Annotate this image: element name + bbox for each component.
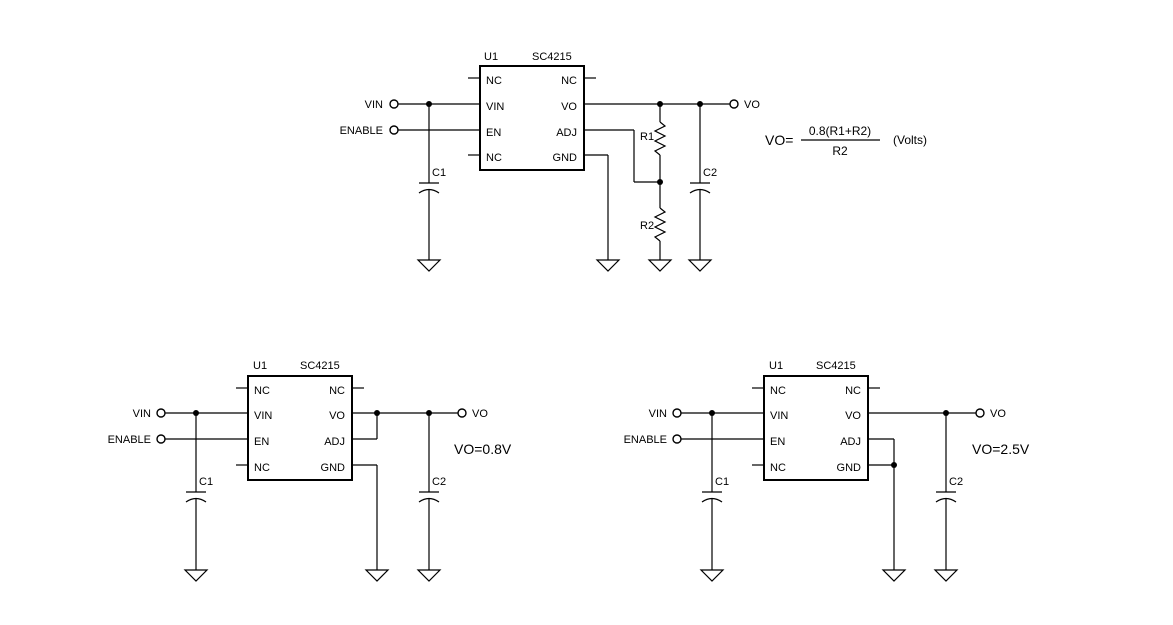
pin-label-en: EN xyxy=(770,436,785,448)
pin-label-nc: NC xyxy=(329,385,345,397)
output-voltage-note: VO=0.8V xyxy=(454,441,512,457)
ground-symbol xyxy=(416,259,442,272)
net-label-vin: VIN xyxy=(133,408,151,420)
pin-label-adj: ADJ xyxy=(840,436,861,448)
net-label-vo: VO xyxy=(472,408,488,420)
enable-terminal xyxy=(389,125,399,135)
enable-terminal xyxy=(672,434,682,444)
ground-symbol xyxy=(416,569,442,582)
vo-terminal xyxy=(729,99,739,109)
pin-label-vin: VIN xyxy=(770,410,788,422)
pin-label-nc: NC xyxy=(561,75,577,87)
net-label-vin: VIN xyxy=(649,408,667,420)
resistor-r1 xyxy=(653,121,667,156)
cap-label-c2: C2 xyxy=(703,167,717,179)
formula-unit: (Volts) xyxy=(893,133,927,147)
cap-label-c1: C1 xyxy=(432,167,446,179)
pin-label-nc: NC xyxy=(486,152,502,164)
ground-symbol xyxy=(183,569,209,582)
circuit-fixed-2v5: U1 SC4215 NC VIN EN NC NC VO ADJ GND VIN… xyxy=(624,360,1030,582)
res-label-r2: R2 xyxy=(640,220,654,232)
pin-label-nc: NC xyxy=(770,462,786,474)
res-label-r1: R1 xyxy=(640,131,654,143)
net-label-vo: VO xyxy=(990,408,1006,420)
pin-label-vin: VIN xyxy=(254,410,272,422)
ic-part-label: SC4215 xyxy=(532,51,572,63)
cap-label-c2: C2 xyxy=(432,476,446,488)
ic-ref-label: U1 xyxy=(253,360,267,372)
pin-label-en: EN xyxy=(486,127,501,139)
ground-symbol xyxy=(881,569,907,582)
ic-ref-label: U1 xyxy=(769,360,783,372)
ground-symbol xyxy=(595,259,621,272)
pin-label-adj: ADJ xyxy=(324,436,345,448)
cap-label-c1: C1 xyxy=(715,476,729,488)
pin-label-nc: NC xyxy=(770,385,786,397)
pin-label-adj: ADJ xyxy=(556,127,577,139)
ground-symbol xyxy=(364,569,390,582)
vo-terminal xyxy=(457,408,467,418)
circuit-fixed-0v8: U1 SC4215 NC VIN EN NC NC VO ADJ GND VIN… xyxy=(108,360,512,582)
vin-terminal xyxy=(389,99,399,109)
ground-symbol xyxy=(647,259,673,272)
pin-label-nc: NC xyxy=(254,385,270,397)
output-voltage-note: VO=2.5V xyxy=(972,441,1030,457)
vo-terminal xyxy=(975,408,985,418)
formula-numerator: 0.8(R1+R2) xyxy=(809,124,871,138)
pin-label-gnd: GND xyxy=(553,152,578,164)
ic-part-label: SC4215 xyxy=(300,360,340,372)
ground-symbol xyxy=(699,569,725,582)
pin-label-vo: VO xyxy=(561,101,577,113)
ic-ref-label: U1 xyxy=(484,51,498,63)
net-label-enable: ENABLE xyxy=(108,434,151,446)
formula-denominator: R2 xyxy=(832,144,848,158)
ic-part-label: SC4215 xyxy=(816,360,856,372)
pin-label-vo: VO xyxy=(329,410,345,422)
cap-label-c1: C1 xyxy=(199,476,213,488)
pin-label-gnd: GND xyxy=(321,462,346,474)
pin-label-nc: NC xyxy=(254,462,270,474)
net-label-enable: ENABLE xyxy=(340,125,383,137)
regulator-ic xyxy=(763,375,869,481)
net-label-vin: VIN xyxy=(365,99,383,111)
pin-label-vo: VO xyxy=(845,410,861,422)
formula-lhs: VO= xyxy=(765,132,793,148)
cap-label-c2: C2 xyxy=(949,476,963,488)
output-voltage-formula: VO= 0.8(R1+R2) R2 (Volts) xyxy=(765,124,927,158)
vin-terminal xyxy=(672,408,682,418)
regulator-ic xyxy=(479,65,585,171)
pin-label-nc: NC xyxy=(486,75,502,87)
vin-terminal xyxy=(156,408,166,418)
ground-symbol xyxy=(933,569,959,582)
ground-symbol xyxy=(687,259,713,272)
pin-label-vin: VIN xyxy=(486,101,504,113)
net-label-enable: ENABLE xyxy=(624,434,667,446)
pin-label-gnd: GND xyxy=(837,462,862,474)
pin-label-nc: NC xyxy=(845,385,861,397)
enable-terminal xyxy=(156,434,166,444)
pin-label-en: EN xyxy=(254,436,269,448)
regulator-ic xyxy=(247,375,353,481)
circuit-adjustable: U1 SC4215 NC VIN EN NC NC VO ADJ GND VIN… xyxy=(340,51,760,272)
net-label-vo: VO xyxy=(744,99,760,111)
resistor-r2 xyxy=(653,207,667,242)
